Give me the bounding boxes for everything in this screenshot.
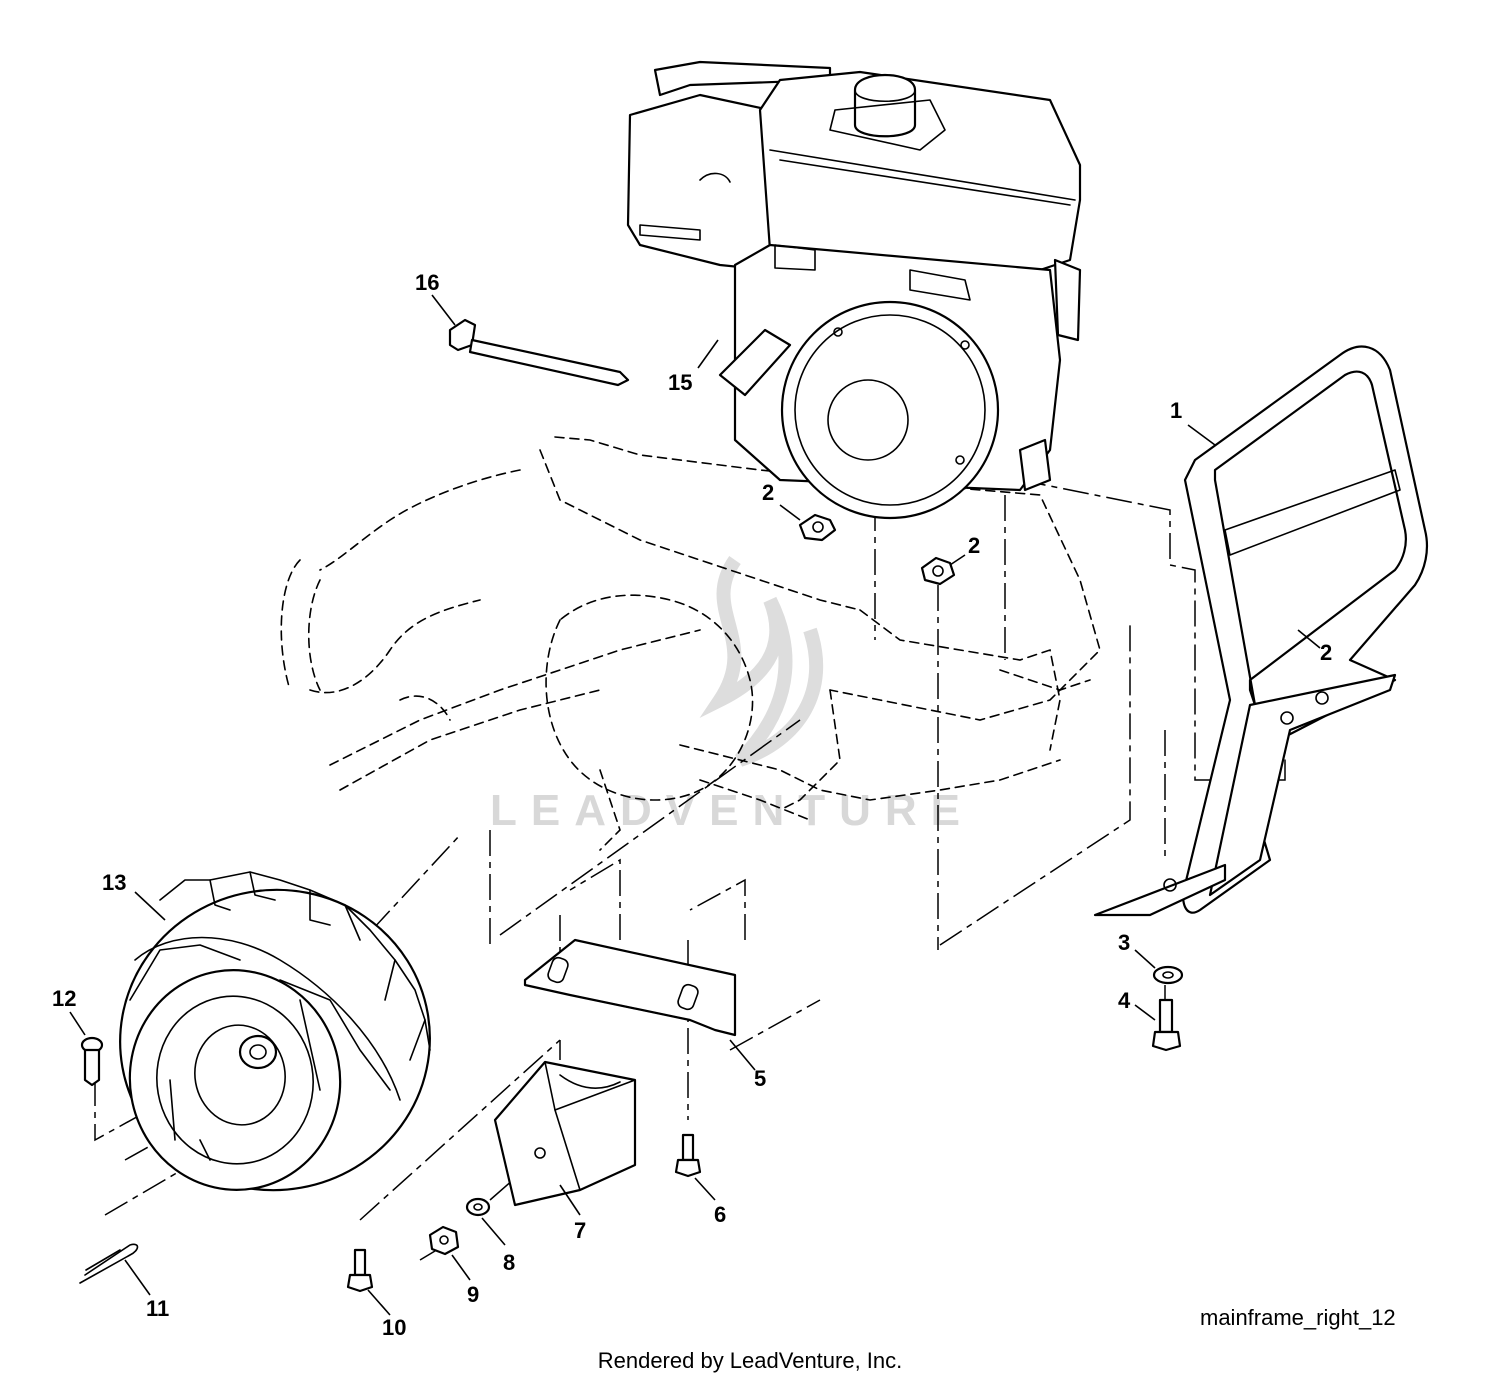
callout-13: 13 [102, 870, 126, 895]
callout-5: 5 [754, 1066, 766, 1091]
bumper-frame [1093, 345, 1429, 917]
callout-2-right: 2 [1320, 640, 1332, 665]
wheel-tire [119, 871, 431, 1192]
credit-line: Rendered by LeadVenture, Inc. [598, 1348, 903, 1373]
callout-8: 8 [503, 1250, 515, 1275]
callout-15: 15 [668, 370, 692, 395]
alignment-lines [94, 479, 1286, 1261]
callout-6: 6 [714, 1202, 726, 1227]
hex-bolt-4 [1151, 998, 1182, 1052]
callout-16: 16 [415, 270, 439, 295]
callout-10: 10 [382, 1315, 406, 1340]
cable-tie [448, 318, 630, 387]
tine-assembly-outline [280, 436, 1101, 851]
flange-nut-1 [798, 513, 837, 542]
lock-washer [465, 1197, 491, 1217]
hairpin-clip [79, 1243, 139, 1284]
diagram-id: mainframe_right_12 [1200, 1305, 1396, 1330]
callout-7: 7 [574, 1218, 586, 1243]
callout-labels: 1 2 2 2 3 4 5 6 7 8 9 10 11 12 13 15 16 [52, 270, 1332, 1340]
engine [626, 60, 1082, 520]
watermark-text: LEADVENTURE [490, 786, 974, 835]
callout-pointers [69, 294, 1321, 1316]
callout-1: 1 [1170, 398, 1182, 423]
bracket-plate [523, 938, 737, 1037]
callout-9: 9 [467, 1282, 479, 1307]
watermark: LEADVENTURE [490, 555, 974, 835]
callout-2-center: 2 [968, 533, 980, 558]
hex-bolt-10 [346, 1248, 374, 1293]
hex-nut [428, 1225, 460, 1256]
callout-2-left: 2 [762, 480, 774, 505]
weight-block [493, 1060, 637, 1207]
callout-3: 3 [1118, 930, 1130, 955]
flange-nut-2 [920, 556, 956, 586]
callout-4: 4 [1118, 988, 1131, 1013]
clevis-pin [80, 1036, 104, 1087]
hex-bolt-6 [674, 1133, 702, 1178]
washer [1152, 965, 1184, 985]
callout-11: 11 [146, 1296, 169, 1321]
callout-12: 12 [52, 986, 76, 1011]
